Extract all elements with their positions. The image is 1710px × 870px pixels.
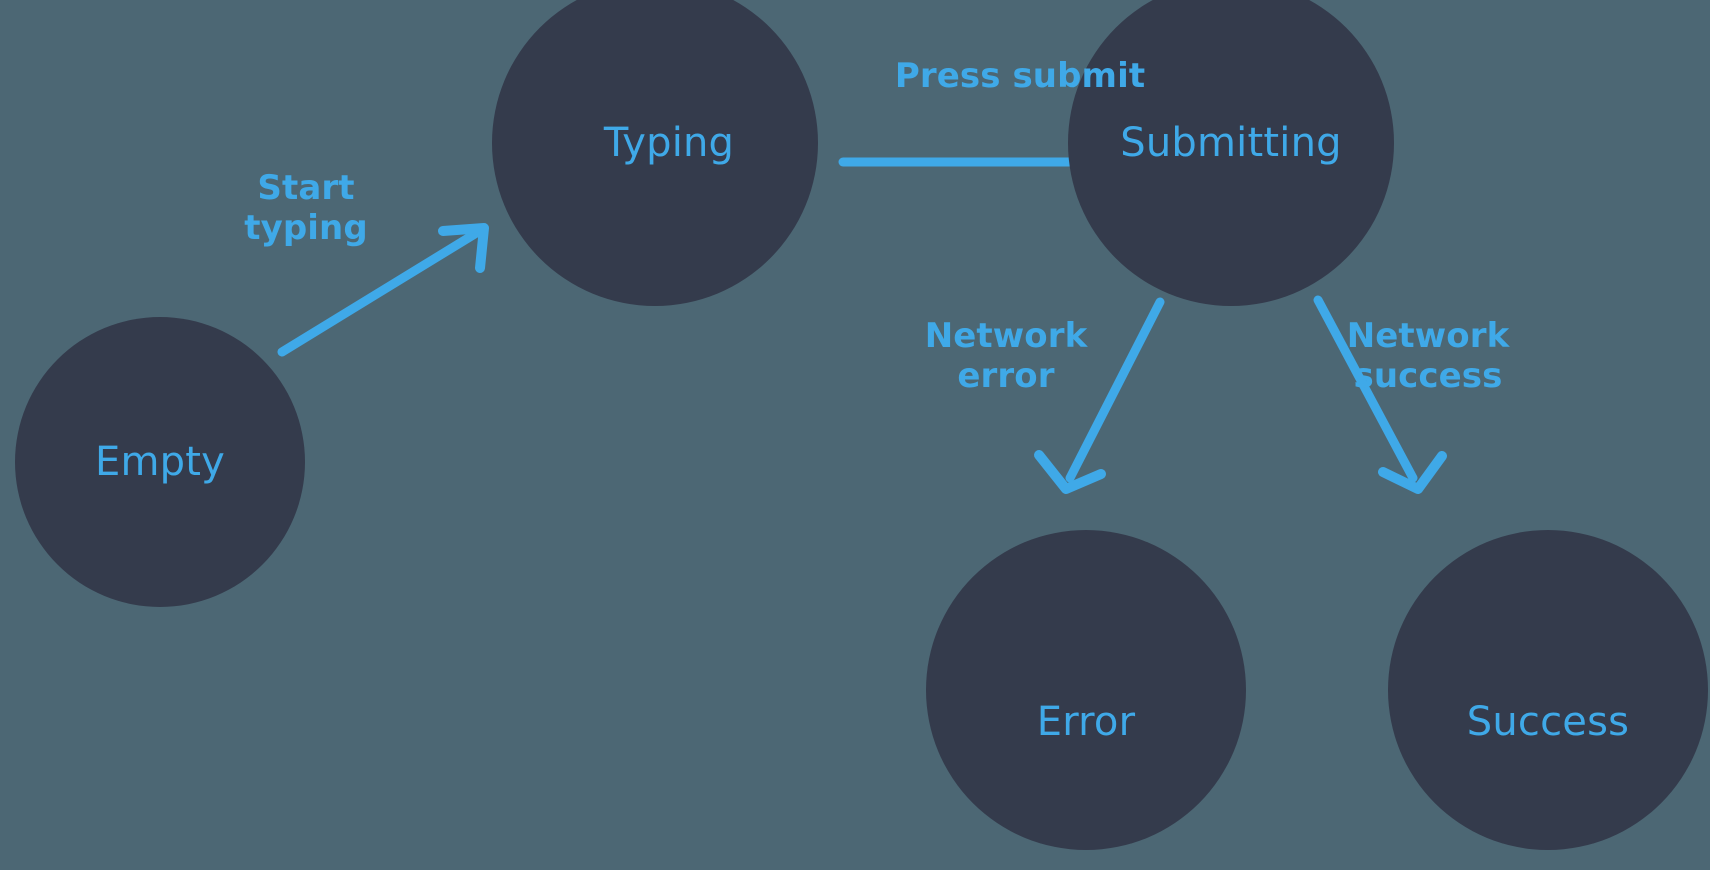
edge-label-network-error: Network error bbox=[924, 316, 1088, 397]
edge-label-network-success: Network success bbox=[1346, 316, 1510, 397]
state-node-label: Error bbox=[1036, 699, 1136, 745]
state-node-typing[interactable]: Typing bbox=[492, 0, 818, 306]
edge-label-start-typing: Start typing bbox=[244, 168, 368, 249]
state-node-submitting[interactable]: Submitting bbox=[1068, 0, 1394, 306]
edge-label-press-submit: Press submit bbox=[894, 56, 1146, 96]
state-node-error[interactable]: Error bbox=[926, 530, 1246, 850]
state-node-label: Typing bbox=[603, 120, 735, 166]
state-node-success[interactable]: Success bbox=[1388, 530, 1708, 850]
state-node-label: Empty bbox=[95, 439, 225, 485]
state-node-label: Success bbox=[1466, 699, 1630, 745]
state-node-empty[interactable]: Empty bbox=[15, 317, 305, 607]
state-node-label: Submitting bbox=[1120, 120, 1342, 166]
